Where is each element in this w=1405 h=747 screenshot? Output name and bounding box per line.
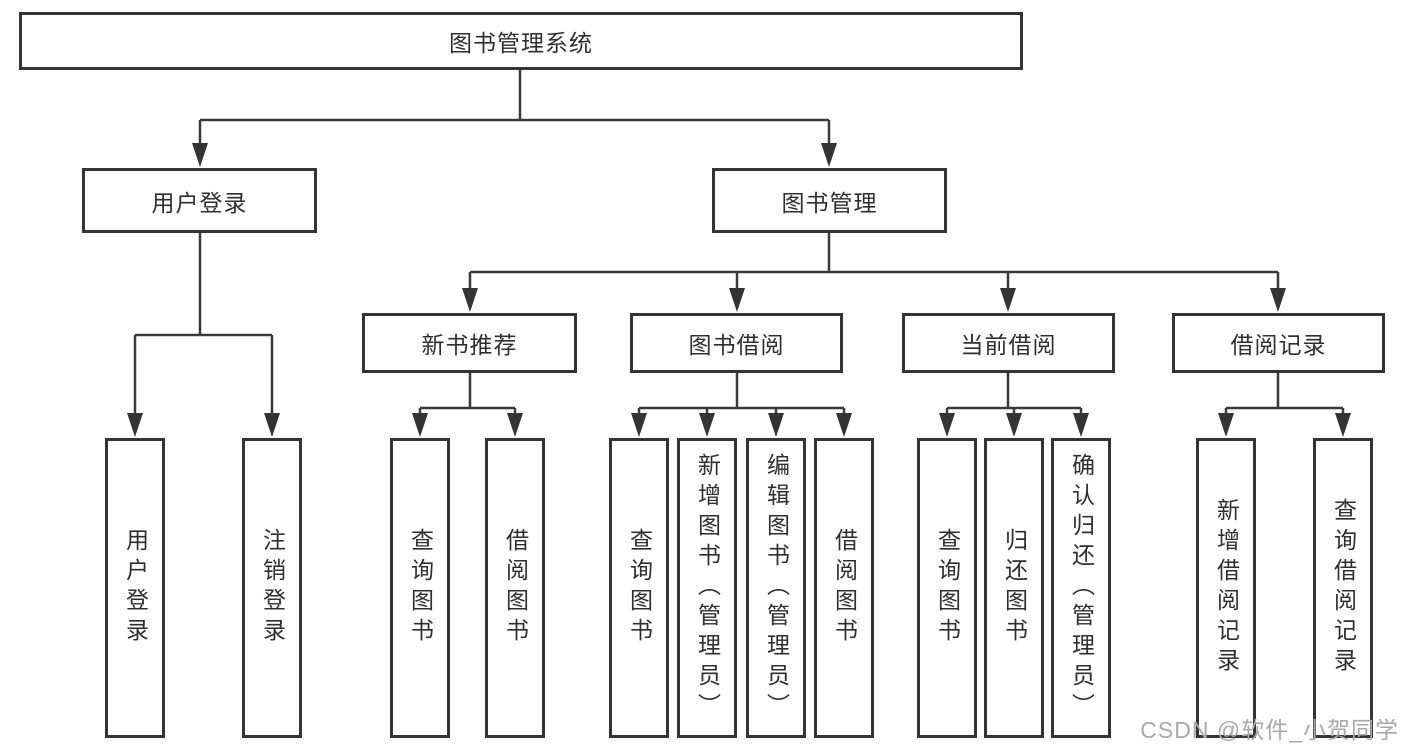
leaf-add-book-admin-label: 新增图书（管理员） — [694, 453, 721, 723]
arrowhead-icons — [127, 143, 1351, 437]
leaf-logout-label: 注销登录 — [259, 528, 286, 648]
leaf-add-book-admin: 新增图书（管理员） — [677, 438, 737, 738]
leaf-borrow-books-label: 借阅图书 — [831, 528, 858, 648]
node-book-borrow: 图书借阅 — [630, 313, 843, 373]
node-borrow-records: 借阅记录 — [1172, 313, 1385, 373]
leaf-borrow-books: 借阅图书 — [814, 438, 874, 738]
connector-lines — [133, 70, 1345, 420]
leaf-return-book-label: 归还图书 — [1001, 528, 1028, 648]
leaf-logout: 注销登录 — [242, 438, 302, 738]
leaf-edit-book-admin: 编辑图书（管理员） — [746, 438, 806, 738]
leaf-query-books-label: 查询图书 — [407, 528, 434, 648]
leaf-user-login: 用户登录 — [105, 438, 165, 738]
node-book-management-label: 图书管理 — [781, 189, 878, 216]
leaf-edit-book-admin-label: 编辑图书（管理员） — [763, 453, 790, 723]
leaf-borrow-books-label: 借阅图书 — [502, 528, 529, 648]
node-new-book-recommend: 新书推荐 — [362, 313, 577, 373]
node-borrow-records-label: 借阅记录 — [1230, 332, 1327, 358]
leaf-query-books: 查询图书 — [609, 438, 669, 738]
leaf-confirm-return-admin: 确认归还（管理员） — [1051, 438, 1111, 738]
node-current-borrow-label: 当前借阅 — [960, 332, 1057, 358]
node-new-book-recommend-label: 新书推荐 — [421, 332, 518, 358]
leaf-query-borrow-record-label: 查询借阅记录 — [1330, 498, 1357, 678]
node-current-borrow: 当前借阅 — [902, 313, 1115, 373]
node-user-login-label: 用户登录 — [151, 189, 248, 216]
node-book-borrow-label: 图书借阅 — [688, 332, 785, 358]
leaf-query-books: 查询图书 — [390, 438, 450, 738]
node-root-label: 图书管理系统 — [449, 30, 593, 56]
leaf-query-books-label: 查询图书 — [626, 528, 653, 648]
node-root: 图书管理系统 — [19, 12, 1023, 70]
leaf-borrow-books: 借阅图书 — [485, 438, 545, 738]
node-book-management: 图书管理 — [712, 168, 947, 233]
leaf-confirm-return-admin-label: 确认归还（管理员） — [1068, 453, 1095, 723]
leaf-add-borrow-record-label: 新增借阅记录 — [1213, 498, 1240, 678]
leaf-add-borrow-record: 新增借阅记录 — [1196, 438, 1256, 738]
node-user-login: 用户登录 — [82, 168, 317, 233]
leaf-return-book: 归还图书 — [984, 438, 1044, 738]
watermark: CSDN @软件_小贺同学 — [1140, 717, 1399, 743]
leaf-user-login-label: 用户登录 — [122, 528, 149, 648]
leaf-query-books: 查询图书 — [917, 438, 977, 738]
leaf-query-borrow-record: 查询借阅记录 — [1313, 438, 1373, 738]
leaf-query-books-label: 查询图书 — [934, 528, 961, 648]
